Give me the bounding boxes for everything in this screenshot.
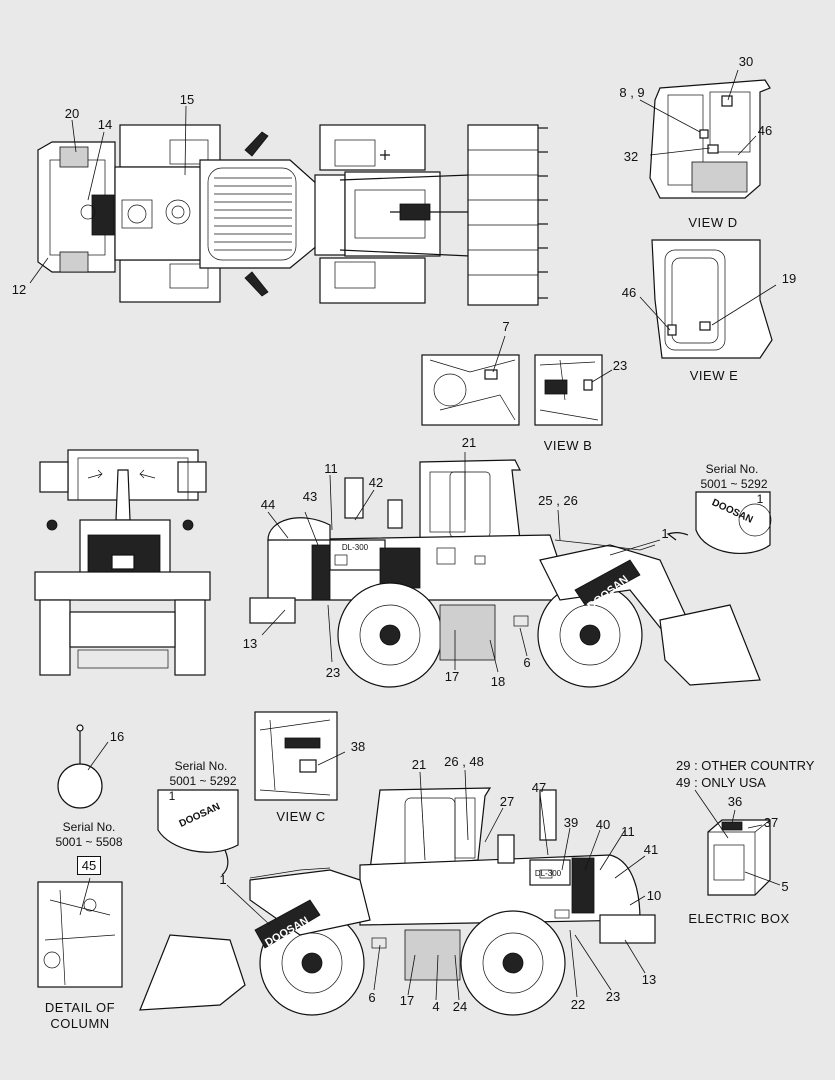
callout-40: 40 [595, 817, 611, 832]
view-b-details [421, 335, 613, 426]
serial-title-column: Serial No. [62, 820, 116, 834]
tag-16 [57, 724, 109, 809]
view-d [639, 69, 771, 199]
electric-box-caption: ELECTRIC BOX [688, 911, 790, 926]
callout-23-view-b: 23 [612, 358, 628, 373]
callout-32: 32 [623, 149, 639, 164]
side-view-right [249, 452, 761, 688]
serial-range-upper: 5001 ~ 5292 [700, 477, 768, 491]
callout-42: 42 [368, 475, 384, 490]
detail-caption-line1: DETAIL OF [44, 1000, 116, 1015]
callout-46-view-e: 46 [621, 285, 637, 300]
serial-bubble-lower [157, 789, 239, 876]
callout-10: 10 [646, 888, 662, 903]
electric-box [694, 789, 781, 896]
callout-46-view-d: 46 [757, 123, 773, 138]
callout-7: 7 [502, 319, 510, 334]
callout-22: 22 [570, 997, 586, 1012]
callout-41: 41 [643, 842, 659, 857]
callout-13-lower: 13 [641, 972, 657, 987]
detail-caption-line2: COLUMN [50, 1016, 110, 1031]
callout-18: 18 [490, 674, 506, 689]
view-e [639, 239, 777, 359]
view-d-caption: VIEW D [688, 215, 738, 230]
callout-1-bubble-lower: 1 [168, 789, 176, 803]
callout-1-upper-side: 1 [661, 526, 669, 541]
callout-11-lower: 11 [621, 824, 635, 839]
callout-6-upper: 6 [523, 655, 531, 670]
callout-6-lower: 6 [368, 990, 376, 1005]
callout-44: 44 [260, 497, 276, 512]
callout-43: 43 [302, 489, 318, 504]
callout-23-lower: 23 [605, 989, 621, 1004]
serial-range-lower: 5001 ~ 5292 [169, 774, 237, 788]
view-e-caption: VIEW E [689, 368, 739, 383]
serial-range-column: 5001 ~ 5508 [55, 835, 123, 849]
callout-23-upper: 23 [325, 665, 341, 680]
callout-27: 27 [499, 794, 515, 809]
callout-39: 39 [563, 815, 579, 830]
serial-title-lower: Serial No. [174, 759, 228, 773]
callout-11-upper: 11 [324, 461, 338, 476]
callout-8-9: 8 , 9 [619, 85, 645, 100]
callout-45-box [77, 856, 101, 875]
callout-21-upper: 21 [461, 435, 477, 450]
detail-column [37, 877, 123, 988]
callout-30: 30 [738, 54, 754, 69]
callout-15: 15 [179, 92, 195, 107]
side-view-left [139, 769, 656, 1016]
top-view [29, 105, 548, 306]
callout-16: 16 [109, 729, 125, 744]
callout-13-upper: 13 [242, 636, 258, 651]
view-c-detail [254, 711, 346, 801]
callout-47: 47 [531, 780, 547, 795]
callout-14: 14 [97, 117, 113, 132]
callout-4: 4 [432, 999, 440, 1014]
callout-26-48: 26 , 48 [444, 754, 484, 769]
callout-1-bubble-upper: 1 [756, 492, 764, 506]
note-49: 49 : ONLY USA [676, 775, 766, 790]
view-b-caption: VIEW B [543, 438, 593, 453]
callout-25-26: 25 , 26 [538, 493, 578, 508]
callout-12: 12 [11, 282, 27, 297]
callout-45: 45 [81, 858, 97, 873]
view-c-caption: VIEW C [276, 809, 326, 824]
serial-bubble-upper [666, 491, 772, 554]
callout-17-upper: 17 [444, 669, 460, 684]
serial-title-upper: Serial No. [705, 462, 759, 476]
callout-38: 38 [350, 739, 366, 754]
callout-5: 5 [781, 879, 789, 894]
callout-17-lower: 17 [399, 993, 415, 1008]
model-decal-upper: DL-300 [341, 543, 369, 552]
callout-1-lower-side: 1 [219, 872, 227, 887]
callout-21-lower: 21 [411, 757, 427, 772]
callout-36: 36 [727, 794, 743, 809]
callout-20: 20 [64, 106, 80, 121]
front-view [34, 449, 211, 676]
callout-19: 19 [781, 271, 797, 286]
callout-37: 37 [763, 815, 779, 830]
model-decal-lower: DL-300 [534, 869, 562, 878]
note-29: 29 : OTHER COUNTRY [676, 758, 815, 773]
callout-24: 24 [452, 999, 468, 1014]
